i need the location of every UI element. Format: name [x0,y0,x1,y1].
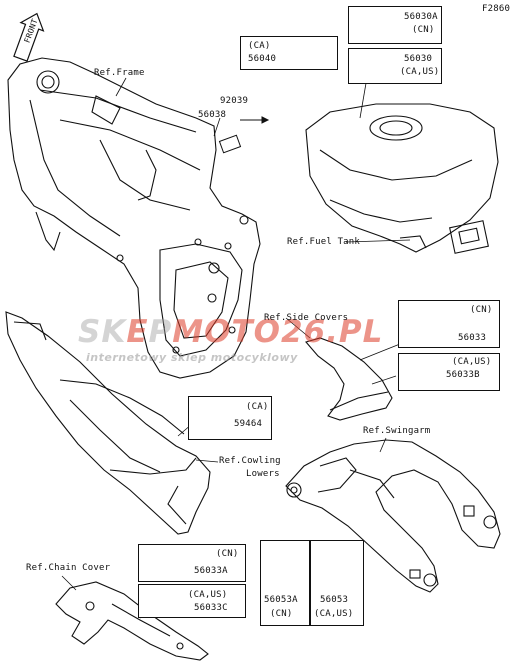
part-number-56033A: 56033A [194,566,228,576]
part-number-92039: 92039 [220,96,249,106]
part-box-56033B [398,353,500,391]
part-box-56030A [348,6,442,44]
decal-drawings [141,7,435,607]
part-market-56033B: (CA,US) [452,357,492,367]
swingarm-drawing [285,439,501,593]
part-box-56033C [138,584,246,618]
ref-frame-label: Ref.Frame [94,68,145,78]
part-market-56030: (CA,US) [400,67,440,77]
part-market-59464: (CA) [246,402,269,412]
part-market-56033: (CN) [470,305,493,315]
part-number-56053A: 56053A [264,595,298,605]
watermark-logo: SKEPMOTO26.PL [78,314,384,350]
part-number-56033: 56033 [458,333,487,343]
part-market-56030A: (CN) [412,25,435,35]
ref-cowling-lowers-label: Ref.Cowling [219,456,281,466]
part-box-59464 [188,396,272,440]
part-box-56040 [240,36,338,70]
part-number-56033C: 56033C [194,603,228,613]
part-market-56033A: (CN) [216,549,239,559]
ref-cowling-lowers-label-2: Lowers [246,469,280,479]
ref-fuel-tank-label: Ref.Fuel Tank [287,237,361,247]
part-box-56053 [310,540,364,626]
part-number-59464: 59464 [234,419,263,429]
ref-swingarm-label: Ref.Swingarm [363,426,431,436]
part-number-56040: 56040 [248,54,277,64]
part-box-56053A [260,540,310,626]
part-number-56030: 56030 [404,54,433,64]
watermark-tagline: internetowy sklep motocyklowy [86,351,298,364]
part-number-56053: 56053 [320,595,349,605]
part-number-56030A: 56030A [404,12,438,22]
front-arrow-icon [13,12,45,62]
part-market-56053: (CA,US) [314,609,354,619]
part-box-56033A [138,544,246,582]
chain-cover-drawing [55,581,209,661]
part-market-56033C: (CA,US) [188,590,228,600]
side-cover-drawing [305,337,393,421]
cowling-lower-drawing [5,311,211,535]
ref-chain-cover-label: Ref.Chain Cover [26,563,111,573]
frame-drawing [7,57,261,379]
part-market-56040: (CA) [248,41,271,51]
part-box-56030 [348,48,442,84]
part-market-56053A: (CN) [270,609,293,619]
figure-code: F2860 [482,4,511,14]
fuel-tank-drawing [305,103,499,254]
part-number-56033B: 56033B [446,370,480,380]
ref-side-covers-label: Ref.Side Covers [264,313,349,323]
part-number-56038: 56038 [198,110,227,120]
part-box-56033 [398,300,500,348]
